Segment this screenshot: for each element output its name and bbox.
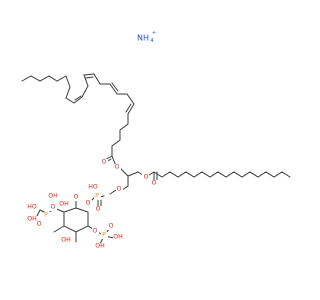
p5-link-oxygen: O [93,228,98,235]
phosphate-hydroxyl: HO [88,184,98,191]
ring-substituent-bond [53,225,65,233]
double-bond-2 [83,73,95,76]
ammonium-subscript: 4 [150,38,153,44]
double-bond-3 [109,83,118,95]
ammonium-symbol: NH [137,34,149,43]
chain-segment [93,73,111,85]
carbonyl-bond [153,171,163,178]
p4-link-oxygen: O [51,204,56,211]
ring-hydroxyl-bottom: OH [61,237,71,244]
ester-oxygen-sn1: O [144,174,149,181]
stearoyl-chain [161,171,291,178]
p4-hydroxyl-top: OH [48,193,58,200]
glycerol-bond [127,171,139,177]
p5-double-oxygen: O [109,223,114,230]
ester-oxygen-sn2: O [115,164,120,171]
chain-segment [81,74,89,98]
phosphorus-p5: P [102,232,106,239]
p4-hydroxyl-bottom: OH [27,216,37,223]
saturated-acyl-chain [161,171,291,178]
glycerol-oxygen-sn3: O [117,186,122,193]
structure-canvas: NH 4 + [21,30,291,250]
carbonyl-oxygen-sn2: O [102,159,107,166]
inositol-hexagon [63,207,89,233]
p5-hydroxyl-bottom: OH [95,243,105,250]
phosphate-double-oxygen: O [96,206,101,213]
phosphorus-p4: P [44,212,48,219]
ammonium-ion: NH 4 + [137,30,156,44]
phosphorus-main: P [95,193,99,200]
phosphate-link-oxygen: O [86,200,91,207]
double-bond-3-inner [111,82,119,92]
chain-segment [111,113,129,147]
ammonium-charge: + [152,30,156,36]
p4-double-oxygen: O [37,221,42,228]
double-bond-1 [73,96,83,104]
p5-hydroxyl-right: OH [113,234,123,241]
p4-hydroxyl-left: HO [27,204,37,211]
ring-oxygen-top: O [74,194,79,201]
chain-segment [65,75,71,99]
chain-segment [65,97,75,104]
ester-oxygen-bond [119,167,129,177]
atom-labels: O O O O O HO P O O O OH O P OH HO OH O [27,159,158,250]
double-bond-4-inner [125,103,132,113]
chain-terminal-segment [21,75,67,82]
ring-hydroxyl-top: OH [59,201,69,208]
molecule-structure: NH 4 + [21,30,291,250]
unsaturated-acyl-chain [21,73,135,167]
double-bond-4 [127,103,135,115]
chain-segment [116,93,135,105]
phosphate-o-bond [109,189,117,195]
carbonyl-oxygen-sn1: O [152,180,157,187]
double-bond-2-inner [85,76,94,79]
double-bond-1-inner [74,95,82,101]
